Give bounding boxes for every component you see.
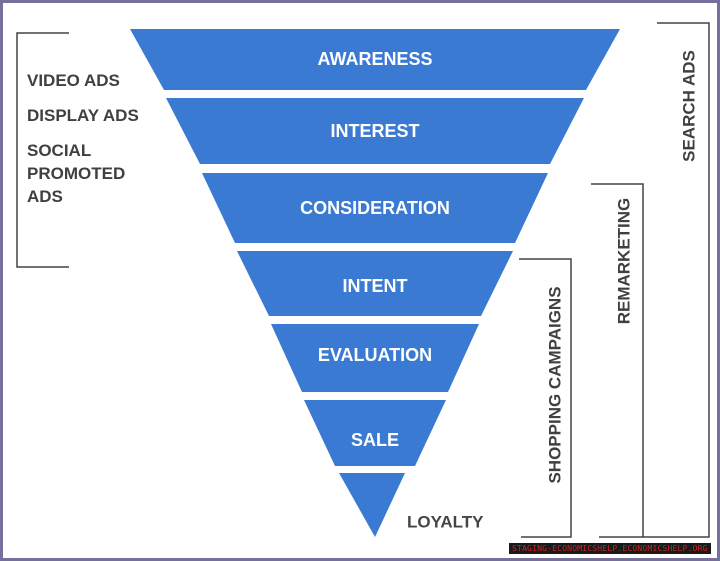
search-ads-label: SEARCH ADS (679, 50, 698, 162)
funnel-band-sale (304, 400, 446, 466)
stage-label-consideration: CONSIDERATION (300, 198, 450, 218)
funnel-svg: AWARENESS INTEREST CONSIDERATION INTENT … (16, 22, 710, 538)
funnel-band-consideration (202, 173, 548, 243)
left-ad-types: VIDEO ADS DISPLAY ADS SOCIAL PROMOTED AD… (27, 69, 177, 220)
shopping-campaigns-bracket (519, 258, 572, 538)
search-ads-bracket (643, 22, 710, 538)
stage-label-intent: INTENT (343, 276, 408, 296)
left-bracket (16, 32, 69, 268)
funnel-band-intent (237, 251, 513, 316)
social-promoted-ads-label: SOCIAL PROMOTED ADS (27, 141, 126, 206)
shopping-campaigns-label: SHOPPING CAMPAIGNS (545, 286, 564, 483)
watermark: STAGING-ECONOMICSHELP.ECONOMICSHELP.ORG (509, 543, 711, 554)
remarketing-bracket (591, 183, 644, 538)
funnel-band-evaluation (271, 324, 479, 392)
stage-label-awareness: AWARENESS (317, 49, 432, 69)
funnel-band-awareness (130, 29, 620, 90)
stage-label-evaluation: EVALUATION (318, 345, 432, 365)
display-ads-label: DISPLAY ADS (27, 106, 139, 125)
video-ads-label: VIDEO ADS (27, 71, 120, 90)
remarketing-label: REMARKETING (614, 198, 633, 325)
stage-label-interest: INTEREST (330, 121, 419, 141)
funnel-tip (339, 473, 405, 537)
stage-label-sale: SALE (351, 430, 399, 450)
funnel-band-interest (166, 98, 584, 164)
loyalty-label: LOYALTY (407, 512, 484, 531)
